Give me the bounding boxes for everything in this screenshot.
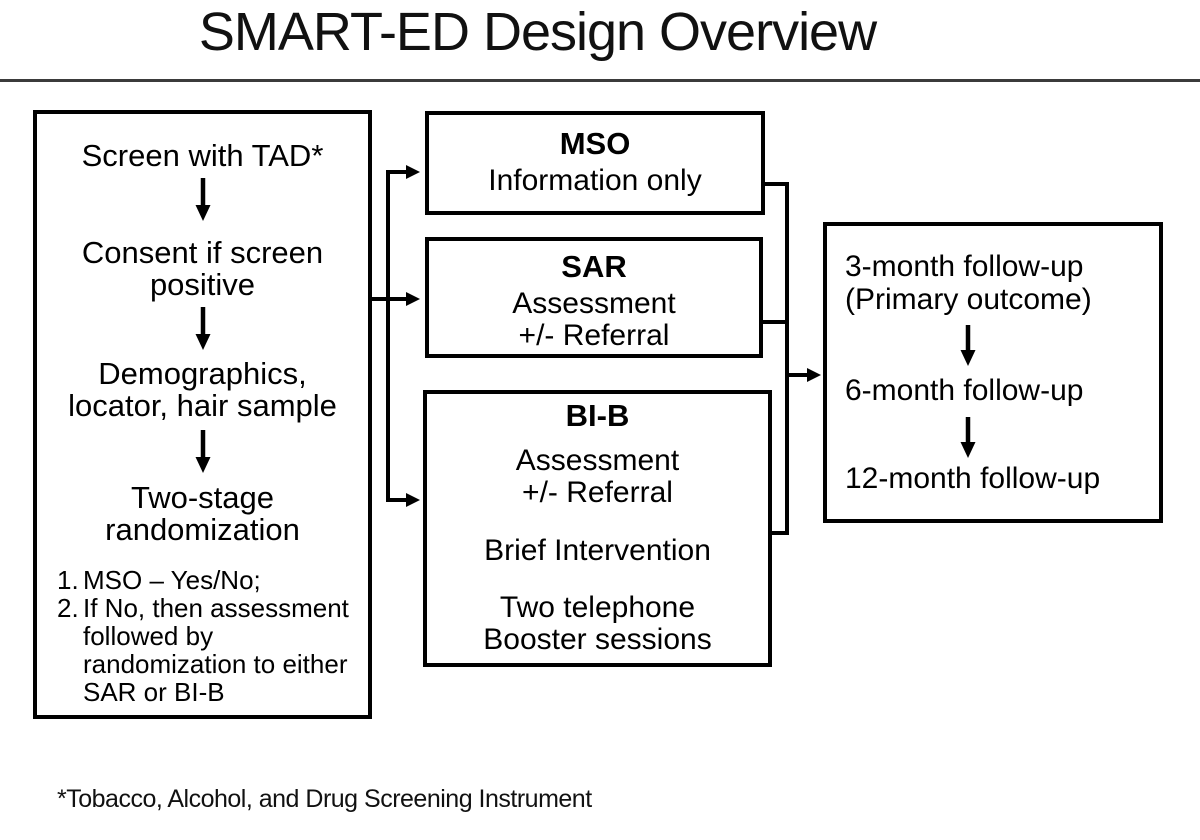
mso-box: MSO Information only (425, 111, 765, 215)
note-text: If No, then assessment followed by rando… (83, 593, 349, 707)
bib-box: BI-B Assessment +/- Referral Brief Inter… (423, 390, 772, 667)
followup-box: 3-month follow-up (Primary outcome) 6-mo… (823, 222, 1163, 523)
arrowhead-followup (807, 368, 821, 382)
down-arrow-icon (195, 307, 210, 350)
followup-12-month: 12-month follow-up (845, 462, 1101, 495)
footnote: *Tobacco, Alcohol, and Drug Screening In… (57, 785, 592, 813)
note-text: MSO – Yes/No; (83, 565, 261, 595)
step-screen-with-tad: Screen with TAD* (81, 138, 324, 173)
bib-brief-intervention: Brief Intervention (484, 534, 711, 567)
sar-description: Assessment +/- Referral (512, 287, 676, 352)
down-arrow-icon (960, 417, 976, 458)
step-demographics: Demographics, locator, hair sample (68, 356, 337, 423)
followup-3-month: 3-month follow-up (Primary outcome) (845, 250, 1092, 316)
note-item-2: 2. If No, then assessment followed by ra… (57, 594, 362, 706)
followup-6-month: 6-month follow-up (845, 374, 1084, 407)
mso-title: MSO (559, 126, 631, 161)
bib-title: BI-B (565, 398, 630, 433)
title-underline (0, 79, 1200, 82)
randomization-notes: 1. MSO – Yes/No; 2. If No, then assessme… (37, 566, 368, 706)
step-consent: Consent if screen positive (81, 235, 324, 302)
bib-assessment: Assessment +/- Referral (515, 444, 680, 509)
arrowhead-bib (406, 493, 420, 507)
down-arrow-icon (960, 325, 976, 366)
page-title: SMART-ED Design Overview (198, 2, 877, 62)
screening-box: Screen with TAD* Consent if screen posit… (33, 110, 372, 719)
sar-box: SAR Assessment +/- Referral (425, 237, 763, 358)
note-number: 2. (57, 593, 79, 623)
arrowhead-sar (406, 292, 420, 306)
note-number: 1. (57, 565, 79, 595)
bib-booster-sessions: Two telephone Booster sessions (483, 591, 712, 656)
step-randomization: Two-stage randomization (105, 480, 300, 547)
down-arrow-icon (195, 178, 210, 221)
note-item-1: 1. MSO – Yes/No; (57, 566, 362, 594)
arrowhead-mso (406, 165, 420, 179)
sar-title: SAR (561, 249, 627, 284)
mso-description: Information only (488, 164, 702, 197)
down-arrow-icon (195, 430, 210, 473)
